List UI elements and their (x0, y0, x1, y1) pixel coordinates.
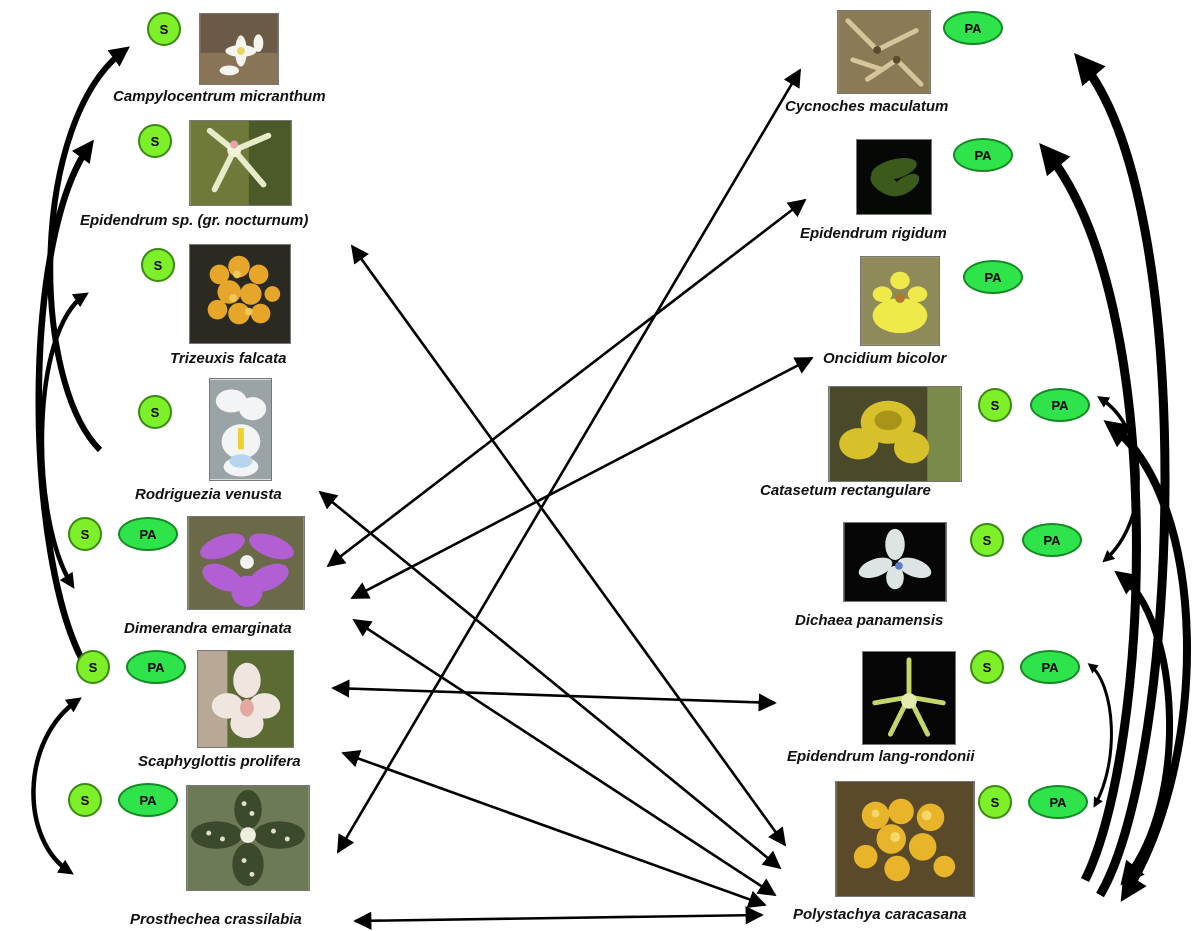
link-prosthechea-polystachya (355, 915, 762, 921)
badge-pa: PA (963, 260, 1023, 294)
badge-pa: PA (1028, 785, 1088, 819)
link-epidendrum-sp-polystachya (352, 246, 785, 845)
right-curve-arrow (1100, 398, 1138, 560)
species-label: Catasetum rectangulare (760, 482, 931, 499)
species-label: Epidendrum rigidum (800, 225, 947, 242)
badge-s: S (76, 650, 110, 684)
photo-trizeuxis (189, 244, 291, 344)
species-label: Dimerandra emarginata (124, 620, 292, 637)
photo-epidendrum-sp (189, 120, 292, 206)
photo-cycnoches (837, 10, 931, 94)
badge-pa: PA (953, 138, 1013, 172)
species-label: Scaphyglottis prolifera (138, 753, 301, 770)
photo-catasetum (828, 386, 962, 482)
link-dimerandra-polystachya (354, 620, 775, 895)
badge-s: S (978, 388, 1012, 422)
species-label: Campylocentrum micranthum (113, 88, 326, 105)
badge-s: S (68, 783, 102, 817)
photo-dimerandra (187, 516, 305, 610)
photo-prosthechea (186, 785, 310, 891)
species-label: Epidendrum sp. (gr. nocturnum) (80, 212, 308, 229)
badge-s: S (138, 395, 172, 429)
badge-s: S (970, 523, 1004, 557)
badge-pa: PA (118, 783, 178, 817)
photo-dichaea (843, 522, 947, 602)
photo-epidendrum-rigidum (856, 139, 932, 215)
photo-rodriguezia (209, 378, 272, 481)
species-label: Cycnoches maculatum (785, 98, 948, 115)
right-curve-arrow (1090, 665, 1111, 805)
species-label: Polystachya caracasana (793, 906, 966, 923)
left-curve-arrow (33, 700, 78, 872)
link-dimerandra-oncidium (352, 358, 812, 598)
badge-s: S (68, 517, 102, 551)
link-scaphyglottis-epidendrum-lang (333, 688, 775, 703)
badge-s: S (970, 650, 1004, 684)
badge-pa: PA (1030, 388, 1090, 422)
badge-pa: PA (126, 650, 186, 684)
right-curve-arrow (1045, 150, 1136, 880)
link-scaphyglottis-polystachya (343, 753, 765, 905)
right-curve-arrow (1120, 575, 1170, 880)
photo-polystachya (835, 781, 975, 897)
species-label: Trizeuxis falcata (170, 350, 286, 367)
badge-s: S (978, 785, 1012, 819)
right-curve-arrow (1080, 60, 1165, 895)
species-label: Prosthechea crassilabia (130, 911, 302, 928)
photo-scaphyglottis (197, 650, 294, 748)
species-label: Rodriguezia venusta (135, 486, 282, 503)
badge-s: S (141, 248, 175, 282)
species-label: Dichaea panamensis (795, 612, 943, 629)
badge-pa: PA (943, 11, 1003, 45)
link-prosthechea-cycnoches (338, 70, 800, 852)
badge-pa: PA (118, 517, 178, 551)
badge-s: S (147, 12, 181, 46)
link-rodriguezia-polystachya (320, 492, 780, 868)
left-curve-arrow (50, 50, 125, 450)
photo-oncidium (860, 256, 940, 346)
photo-epidendrum-lang (862, 651, 956, 745)
photo-campylocentrum (199, 13, 279, 85)
species-label: Oncidium bicolor (823, 350, 946, 367)
link-dimerandra-epidendrum-rigidum (328, 200, 805, 566)
species-label: Epidendrum lang-rondonii (787, 748, 975, 765)
badge-s: S (138, 124, 172, 158)
badge-pa: PA (1020, 650, 1080, 684)
badge-pa: PA (1022, 523, 1082, 557)
right-curve-arrow (1110, 425, 1187, 895)
